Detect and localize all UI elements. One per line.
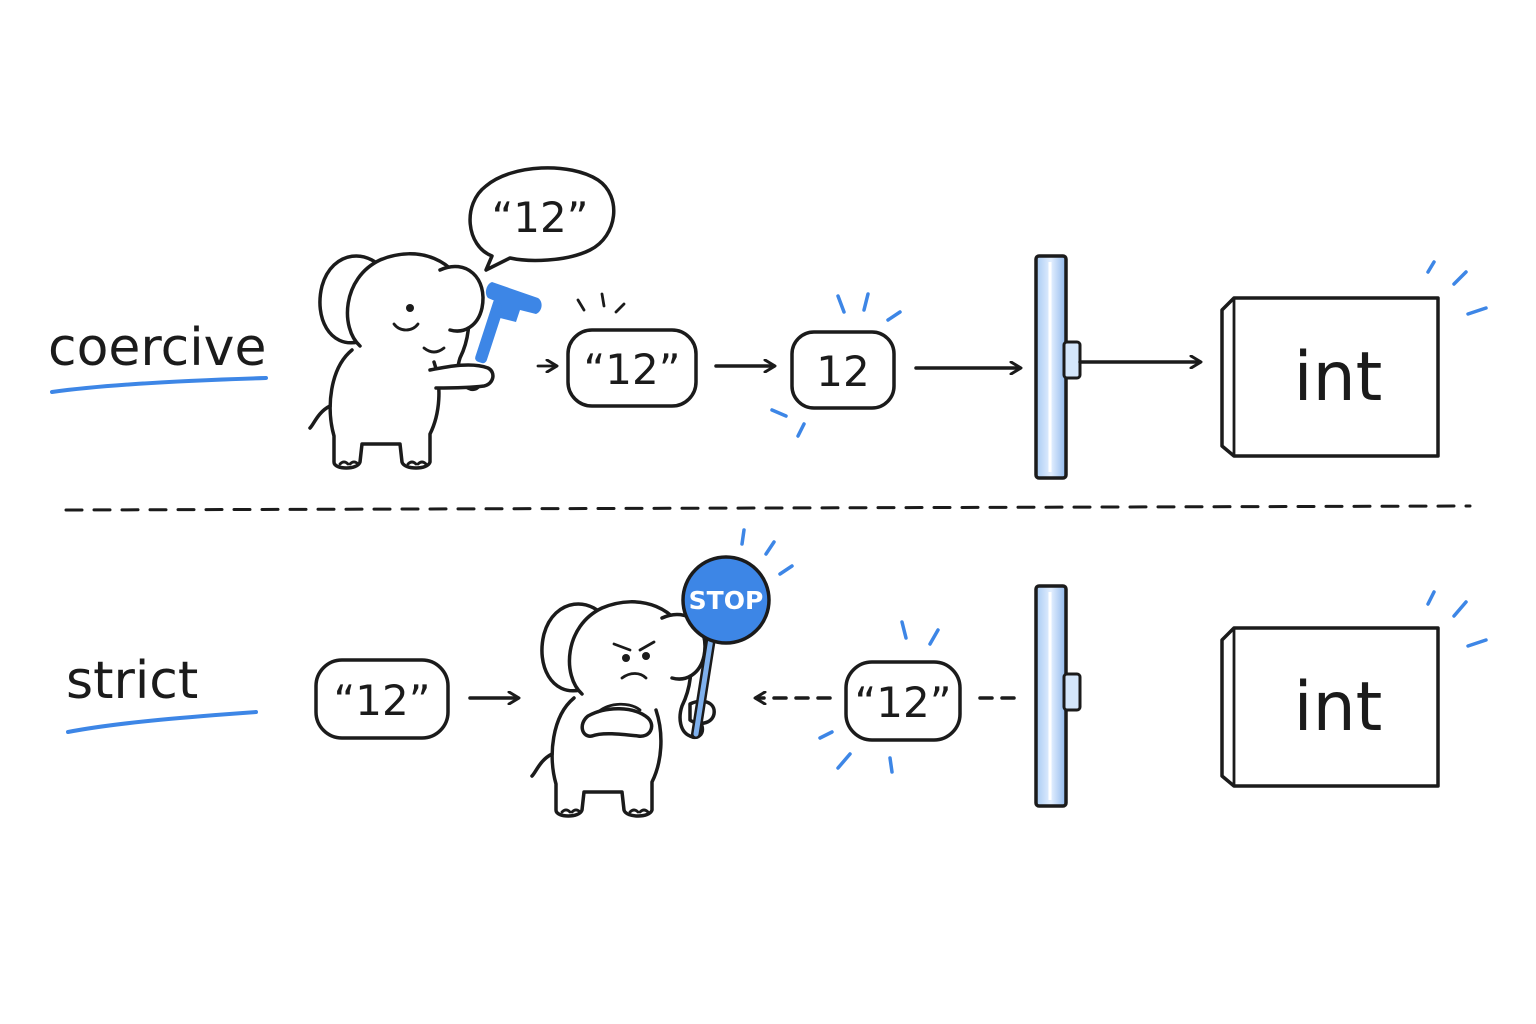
row-label-strict: strict [66,651,198,711]
gate-wall-strict [1034,584,1082,808]
int-box-coercive-text: int [1294,338,1383,417]
coercive-underline [50,376,268,394]
int-sparkles-coercive [1426,260,1488,316]
row-coercive: coercive “12” “12” [48,166,1488,480]
strict-underline [66,710,258,734]
int-box-strict-text: int [1294,668,1383,747]
stop-sparkles [740,528,794,576]
row-label-coercive: coercive [48,318,266,378]
rejected-sparkles [818,620,940,774]
input-chip-strict-text: “12” [334,676,431,725]
stop-sign-icon: STOP [681,528,794,739]
speech-bubble-text: “12” [492,193,589,242]
int-box-strict: int [1220,590,1488,788]
elephant-hammer [308,252,542,470]
rejected-chip-text: “12” [855,678,952,727]
speech-bubble: “12” [468,166,616,272]
input-chip-coercive: “12” [566,292,698,408]
input-chip-coercive-text: “12” [584,345,681,394]
int-box-coercive: int [1220,260,1488,458]
row-divider [64,504,1472,512]
impact-marks [576,292,626,314]
stop-sign-text: STOP [689,586,764,615]
row-strict: strict “12” STOP [66,528,1488,818]
rejected-chip: “12” [818,620,962,774]
int-sparkles-strict [1426,590,1488,648]
converted-sparkles [770,292,902,438]
elephant-stop [530,600,716,818]
input-chip-strict: “12” [314,658,450,740]
converted-chip-text: 12 [816,347,869,396]
converted-chip: 12 [770,292,902,438]
hammer-icon [475,282,542,364]
gate-wall-coercive [1034,254,1082,480]
